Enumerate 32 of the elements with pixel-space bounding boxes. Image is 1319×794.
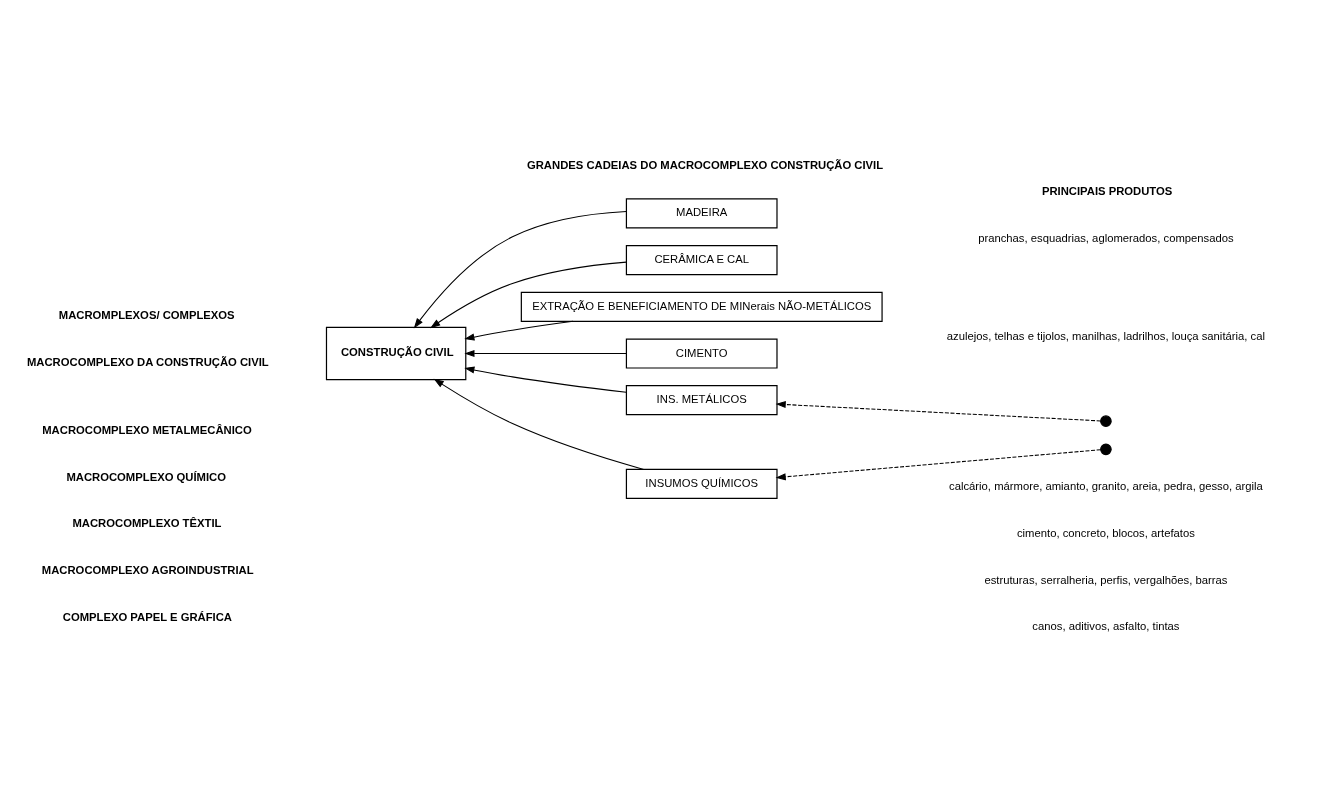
arrow bbox=[413, 210, 627, 329]
label: estruturas, serralheria, perfis, vergalhões, barras bbox=[984, 573, 1228, 586]
node-box: EXTRAÇÃO E BENEFICIAMENTO DE MINerais NÃO-METÁLICOS bbox=[520, 291, 883, 322]
arrow bbox=[430, 261, 627, 329]
arrow bbox=[464, 349, 627, 358]
label: PRINCIPAIS PRODUTOS bbox=[1041, 184, 1173, 197]
arrow bbox=[433, 378, 645, 470]
node-box: CONSTRUÇÃO CIVIL bbox=[325, 326, 467, 381]
node-box: INS. METÁLICOS bbox=[625, 385, 778, 416]
label: calcário, mármore, amianto, granito, areia, pedra, gesso, argila bbox=[949, 480, 1263, 493]
node-box: CIMENTO bbox=[625, 338, 778, 369]
node-box: CERÂMICA E CAL bbox=[625, 245, 778, 276]
arrow bbox=[775, 401, 1102, 422]
label: MACROMPLEXOS/ COMPLEXOS bbox=[58, 309, 235, 322]
node-box: INSUMOS QUÍMICOS bbox=[625, 468, 778, 500]
label: COMPLEXO PAPEL E GRÁFICA bbox=[62, 610, 232, 623]
label: MACROCOMPLEXO QUÍMICO bbox=[66, 470, 227, 483]
label: MACROCOMPLEXO DA CONSTRUÇÃO CIVIL bbox=[26, 356, 269, 369]
label: MACROCOMPLEXO TÊXTIL bbox=[72, 517, 222, 530]
label: azulejos, telhas e tijolos, manilhas, ladrilhos, louça sanitária, cal bbox=[946, 329, 1265, 342]
label: canos, aditivos, asfalto, tintas bbox=[1032, 620, 1180, 633]
arrow bbox=[464, 366, 627, 393]
label: cimento, concreto, blocos, artefatos bbox=[1016, 526, 1195, 539]
arrow bbox=[775, 449, 1102, 481]
label: GRANDES CADEIAS DO MACROCOMPLEXO CONSTRUÇÃO CIVIL bbox=[526, 158, 884, 171]
label: pranchas, esquadrias, aglomerados, compensados bbox=[978, 232, 1234, 245]
node-circle bbox=[1100, 443, 1112, 456]
node-box: MADEIRA bbox=[625, 198, 778, 229]
label: MACROCOMPLEXO AGROINDUSTRIAL bbox=[41, 563, 254, 576]
arrow bbox=[464, 320, 574, 341]
node-circle bbox=[1100, 415, 1112, 427]
label: MACROCOMPLEXO METALMECÂNICO bbox=[42, 423, 252, 436]
